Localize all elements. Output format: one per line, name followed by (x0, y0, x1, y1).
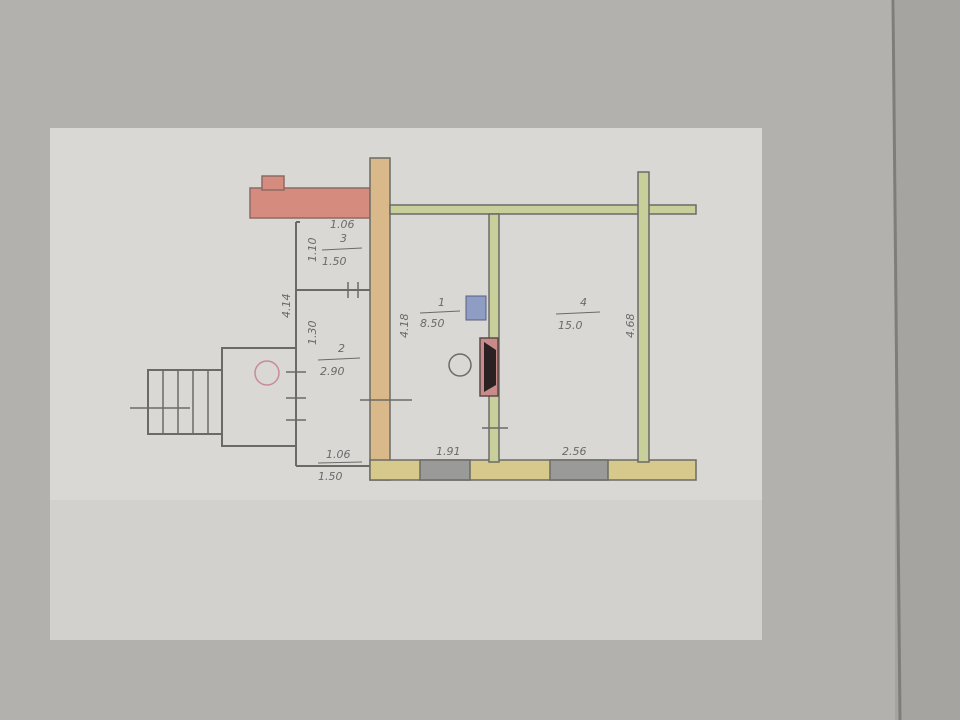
dim-room1-height: 4.18 (398, 314, 411, 339)
window-1 (419, 459, 471, 481)
door-marks (286, 282, 508, 429)
stairs (147, 369, 223, 435)
exterior-wall-top (389, 204, 697, 215)
room-3-divider (321, 247, 363, 251)
room-3-number: 3 (340, 232, 347, 245)
dim-window2-width: 2.56 (562, 445, 587, 458)
exterior-wall-left (369, 157, 391, 481)
dim-bottom-left-b: 1.50 (318, 470, 343, 483)
sink (465, 295, 487, 321)
dim-top-left-width: 1.06 (330, 218, 355, 231)
exterior-wall-right (637, 171, 650, 463)
stair-treads (162, 370, 209, 434)
room-4-number: 4 (580, 296, 587, 309)
gas-meter (448, 353, 472, 377)
dim-left-height-mid: 4.14 (280, 294, 293, 319)
room-3-area: 1.50 (322, 255, 347, 268)
dim-bottom-left-divider (317, 461, 363, 464)
brick-chimney-cap (261, 175, 285, 191)
dim-window1-width: 1.91 (436, 445, 461, 458)
room-1-number: 1 (438, 296, 445, 309)
inspection-stamp (254, 360, 280, 386)
room-4-area: 15.0 (558, 319, 583, 332)
dim-room4-height: 4.68 (624, 314, 637, 339)
room-1-area: 8.50 (420, 317, 445, 330)
plan-sheet-lower (50, 500, 762, 640)
page-edge (891, 0, 902, 720)
room-2-number: 2 (338, 342, 345, 355)
room-2-divider (317, 357, 361, 361)
room-4-divider (555, 311, 601, 315)
dim-left-height-top: 1.10 (306, 238, 319, 263)
exterior-wall-bottom (369, 459, 697, 481)
brick-chimney (249, 187, 376, 219)
stove-firebox (484, 342, 496, 392)
dim-bottom-left-a: 1.06 (326, 448, 351, 461)
dim-left-height-low: 1.30 (306, 321, 319, 346)
window-2 (549, 459, 609, 481)
room-2-area: 2.90 (320, 365, 345, 378)
room-1-divider (419, 310, 461, 314)
